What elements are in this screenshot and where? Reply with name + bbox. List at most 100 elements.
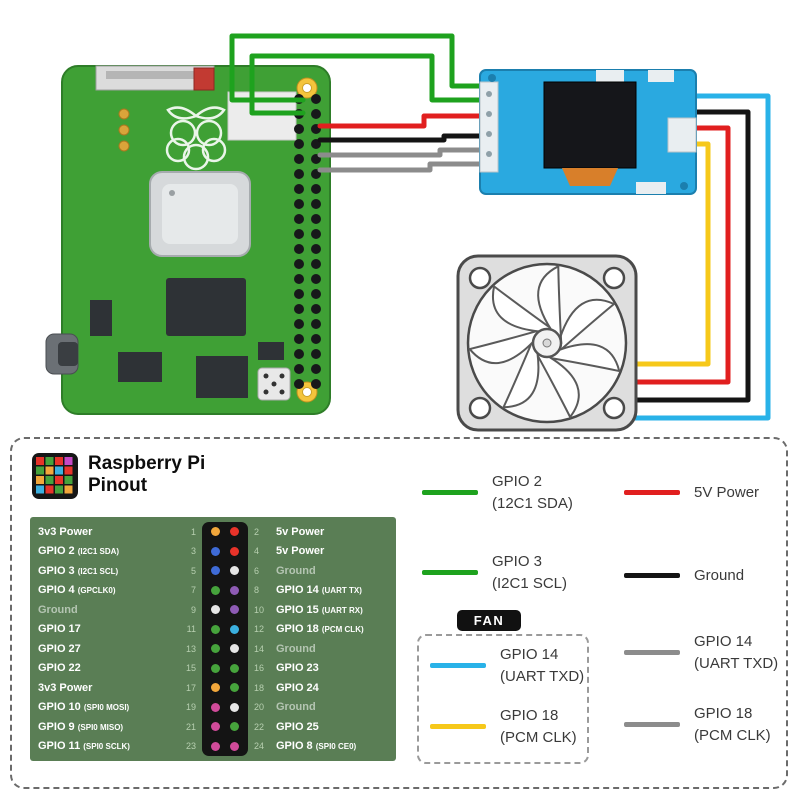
pin-label-right: 5v Power <box>276 525 325 538</box>
pin-number-right: 22 <box>254 721 265 732</box>
pin-label-right: GPIO 18 (PCM CLK) <box>276 623 364 636</box>
pin-number-left: 15 <box>185 663 196 674</box>
pin-dots <box>202 736 248 756</box>
pin-dot-left <box>211 527 220 537</box>
pin-label-left: Ground <box>38 603 78 616</box>
pin-dot-left <box>211 585 220 595</box>
pinout-title: Raspberry Pi Pinout <box>88 453 205 497</box>
legend-entry-right: GPIO 14(UART TXD) <box>624 631 778 675</box>
pin-number-right: 4 <box>254 546 260 557</box>
legend-label: GPIO 18(PCM CLK) <box>694 705 771 744</box>
pin-dot-left <box>211 624 220 634</box>
pinout-title-line1: Raspberry Pi <box>88 453 206 474</box>
pin-number-right: 6 <box>254 565 260 576</box>
pin-dot-right <box>230 546 239 556</box>
pin-dot-right <box>230 644 239 654</box>
legend-label: 5V Power <box>694 484 760 501</box>
wire-color-swatch <box>422 570 478 576</box>
pin-label-right: GPIO 15 (UART RX) <box>276 603 363 616</box>
pin-dot-right <box>230 566 239 576</box>
pin-row: GPIO 9 (SPI0 MISO) 21 22 GPIO 25 <box>30 717 396 737</box>
fan-group-label: FAN <box>457 610 521 631</box>
pin-row: GPIO 22 15 16 GPIO 23 <box>30 658 396 678</box>
legend-label: GPIO 14(UART TXD) <box>694 633 779 672</box>
legend-entry-left: GPIO 3(I2C1 SCL) <box>422 551 567 595</box>
pin-label-left: GPIO 10 (SPI0 MOSI) <box>38 701 130 714</box>
pin-dots <box>202 717 248 737</box>
legend-label: GPIO 3(I2C1 SCL) <box>492 553 568 592</box>
pin-dots <box>202 658 248 678</box>
pin-dot-right <box>230 605 239 615</box>
legend-label: GPIO 18(PCM CLK) <box>500 707 577 746</box>
pin-number-right: 2 <box>254 526 260 537</box>
pin-label-left: GPIO 17 <box>38 623 81 636</box>
legend-label: GPIO 2(12C1 SDA) <box>492 473 573 512</box>
pin-dots <box>202 639 248 659</box>
pin-dots <box>202 619 248 639</box>
wire-gray-pcm <box>317 161 486 173</box>
dice-component <box>257 367 291 401</box>
ram-chip <box>166 278 246 336</box>
legend-label: Ground <box>694 567 745 584</box>
pin-number-right: 10 <box>254 604 265 615</box>
fan <box>456 254 638 432</box>
pin-number-right: 18 <box>254 682 265 693</box>
pin-number-left: 1 <box>190 526 196 537</box>
pin-number-right: 16 <box>254 663 265 674</box>
pin-label-right: GPIO 25 <box>276 720 319 733</box>
pin-number-right: 24 <box>254 741 265 752</box>
pin-number-left: 9 <box>190 604 196 615</box>
pin-dot-right <box>230 741 239 751</box>
pin-label-left: GPIO 22 <box>38 662 81 675</box>
pin-number-left: 19 <box>185 702 196 713</box>
wire-green-sda <box>229 33 486 103</box>
pin-dots <box>202 697 248 717</box>
pin-label-left: GPIO 2 (I2C1 SDA) <box>38 545 120 558</box>
pin-dot-left <box>211 546 220 556</box>
pin-label-right: Ground <box>276 642 316 655</box>
wire-red-5v <box>317 113 486 129</box>
legend-entry-left: GPIO 2(12C1 SDA) <box>422 471 573 515</box>
pin-number-left: 7 <box>190 585 196 596</box>
wire-black-ground <box>317 133 486 143</box>
pin-dots <box>202 678 248 698</box>
wire-cyan-fan <box>627 93 771 421</box>
pin-number-left: 21 <box>185 721 196 732</box>
pin-label-left: GPIO 4 (GPCLK0) <box>38 584 116 597</box>
module-pin-connector <box>479 81 499 173</box>
pin-dot-right <box>230 624 239 634</box>
oled-module <box>479 69 697 195</box>
oled-screen <box>543 81 637 169</box>
pin-label-left: 3v3 Power <box>38 525 93 538</box>
pin-label-right: 5v Power <box>276 545 325 558</box>
pin-dots <box>202 541 248 561</box>
pin-label-right: GPIO 24 <box>276 681 319 694</box>
pin-label-right: GPIO 23 <box>276 662 319 675</box>
pin-dot-right <box>230 663 239 673</box>
board-component <box>193 67 215 91</box>
pin-number-left: 5 <box>190 565 196 576</box>
wiring-diagram <box>45 33 771 432</box>
pin-label-left: GPIO 9 (SPI0 MISO) <box>38 720 124 733</box>
pin-dot-left <box>211 644 220 654</box>
pin-dot-left <box>211 741 220 751</box>
wire-color-swatch <box>624 722 680 728</box>
legend-label: GPIO 14(UART TXD) <box>500 646 585 685</box>
pin-dots <box>202 600 248 620</box>
wire-color-swatch <box>430 663 486 669</box>
wire-red-fan <box>627 125 731 385</box>
pin-dot-left <box>211 722 220 732</box>
pin-dots <box>202 561 248 581</box>
raspberry-pi-board <box>45 65 331 415</box>
pinout-brand: Raspberry Pi Pinout <box>32 453 205 499</box>
pin-number-left: 11 <box>186 624 196 635</box>
wire-gray-txd <box>317 147 486 158</box>
oled-flex-cable <box>562 168 618 186</box>
